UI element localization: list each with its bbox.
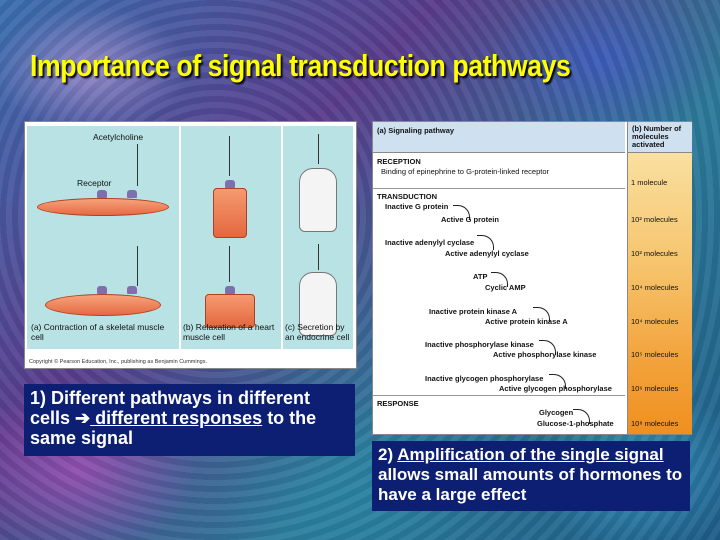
signal-arrow: [137, 246, 138, 286]
step-label: Active G protein: [441, 215, 499, 224]
step-label: Glucose-1-phosphate: [537, 419, 614, 428]
step-label: ATP: [473, 272, 488, 281]
signal-arrow: [229, 246, 230, 282]
endocrine-cell-icon: [299, 168, 337, 232]
step-label: Active phosphorylase kinase: [493, 350, 597, 359]
caption-b: (b) Relaxation of a heart muscle cell: [183, 322, 275, 342]
acetylcholine-label: Acetylcholine: [93, 132, 144, 142]
receptor-icon: [97, 190, 107, 198]
step-label: Cyclic AMP: [485, 283, 526, 292]
amplification-figure: (a) Signaling pathway (b) Number of mole…: [372, 121, 692, 435]
copyright: Copyright © Pearson Education, Inc., pub…: [29, 359, 208, 365]
caption-c: (c) Secretion by an endocrine cell: [285, 322, 350, 342]
panel-endocrine: [283, 126, 353, 349]
step-label: Inactive glycogen phosphorylase: [425, 374, 544, 383]
step-label: Active adenylyl cyclase: [445, 249, 529, 258]
molecule-count: 10² molecules: [631, 249, 678, 258]
molecule-count: 10⁴ molecules: [631, 317, 679, 326]
divider: [373, 395, 625, 396]
signal-arrow: [229, 136, 230, 176]
step-label: Glycogen: [539, 408, 574, 417]
caption-different-pathways: 1) Different pathways in different cells…: [24, 384, 355, 456]
step-label: Active glycogen phosphorylase: [499, 384, 612, 393]
reception-text: Binding of epinephrine to G-protein-link…: [381, 167, 550, 176]
signal-arrow: [318, 244, 319, 270]
relaxed-heart-cell-icon: [205, 294, 255, 328]
molecule-count: 10⁵ molecules: [631, 350, 679, 359]
receptor-icon: [127, 190, 137, 198]
pathway-column-header: (a) Signaling pathway: [373, 122, 625, 153]
molecule-count: 10⁴ molecules: [631, 283, 679, 292]
molecule-count: 1 molecule: [631, 178, 668, 187]
caption-amplification: 2) Amplification of the single signal al…: [372, 441, 690, 511]
receptor-icon: [97, 286, 107, 294]
signal-arrow: [318, 134, 319, 164]
contracted-muscle-cell-icon: [45, 294, 161, 316]
arrow-right-icon: ➔: [75, 408, 91, 428]
molecule-count: 10⁶ molecules: [631, 384, 679, 393]
panel-skeletal-muscle: Acetylcholine Receptor: [27, 126, 179, 349]
arrow-icon: [477, 235, 494, 250]
reception-header: RECEPTION: [377, 157, 421, 166]
step-label: Inactive protein kinase A: [429, 307, 518, 316]
molecule-count: 10⁸ molecules: [631, 419, 679, 428]
signal-arrow: [137, 144, 138, 186]
receptor-label: Receptor: [77, 178, 112, 188]
response-header: RESPONSE: [377, 399, 419, 408]
step-label: Active protein kinase A: [485, 317, 568, 326]
receptor-icon: [225, 180, 235, 188]
slide-title: Importance of signal transduction pathwa…: [30, 48, 571, 83]
step-label: Inactive G protein: [385, 202, 449, 211]
caption-a: (a) Contraction of a skeletal muscle cel…: [31, 322, 165, 342]
receptor-icon: [127, 286, 137, 294]
cell-response-figure: Acetylcholine Receptor (a) Contraction: [24, 121, 357, 369]
secreting-endocrine-cell-icon: [299, 272, 337, 336]
amplification-column: [627, 153, 692, 434]
panel-heart-muscle: [181, 126, 281, 349]
transduction-header: TRANSDUCTION: [377, 192, 437, 201]
divider: [373, 188, 625, 189]
muscle-cell-icon: [37, 198, 169, 216]
molecule-count: 10² molecules: [631, 215, 678, 224]
step-label: Inactive adenylyl cyclase: [385, 238, 475, 247]
receptor-icon: [225, 286, 235, 294]
step-label: Inactive phosphorylase kinase: [425, 340, 534, 349]
molecules-column-header: (b) Number of molecules activated: [627, 122, 692, 153]
heart-cell-icon: [213, 188, 247, 238]
